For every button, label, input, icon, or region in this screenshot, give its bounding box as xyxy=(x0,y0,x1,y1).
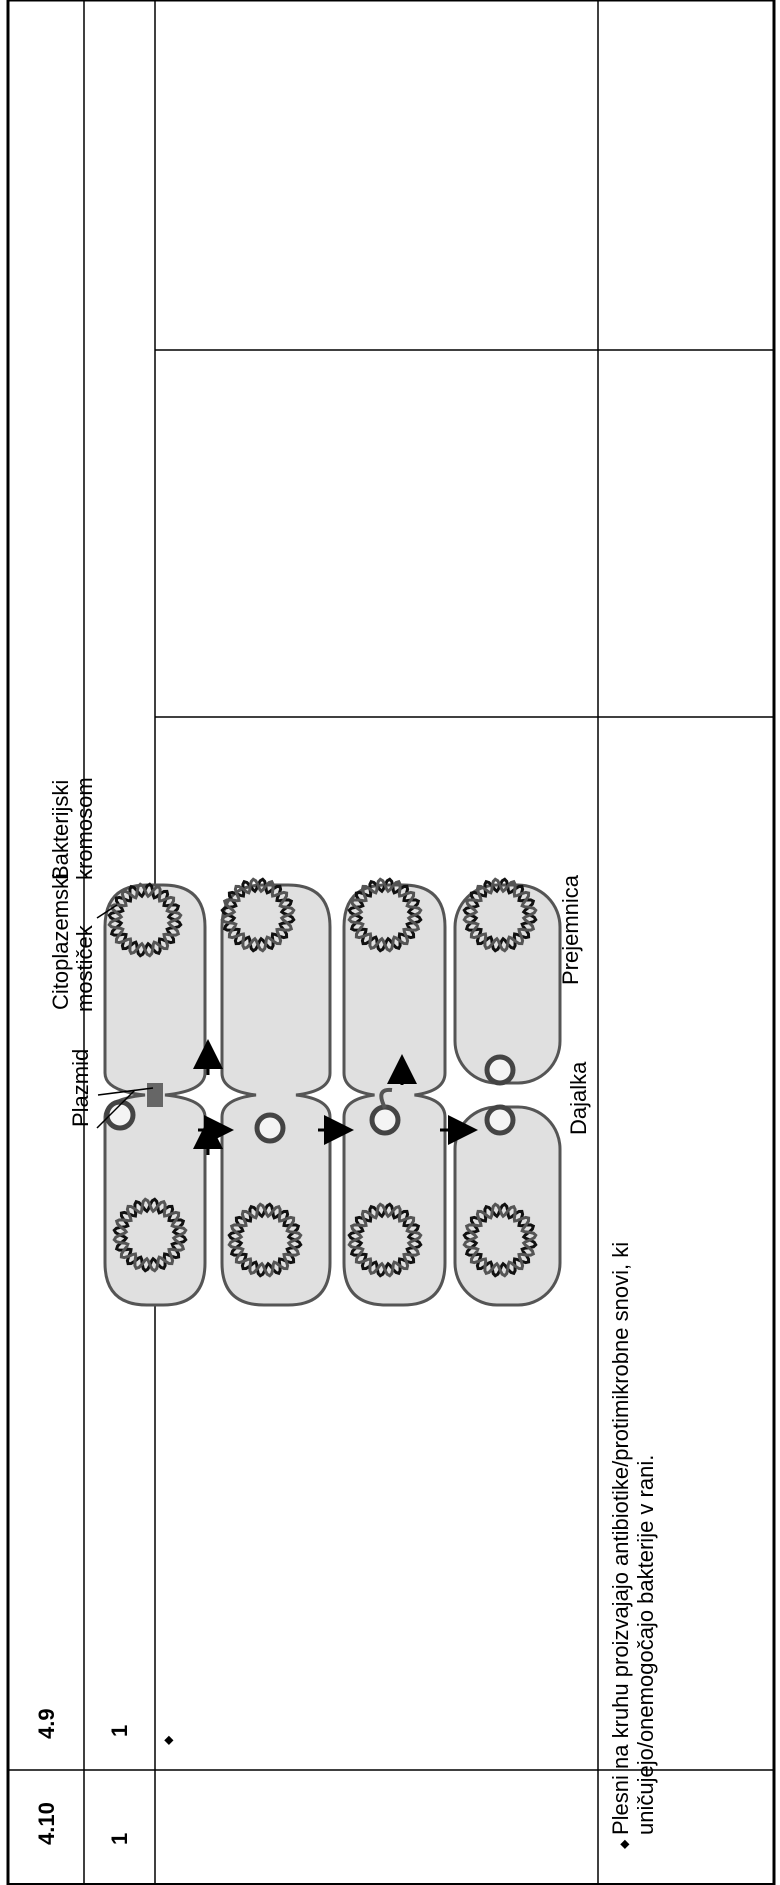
answer-text-line1: Plesni na kruhu proizvajajo antibiotike/… xyxy=(608,1242,633,1835)
row-number: 4.9 xyxy=(34,1708,59,1739)
cytoplasmic-bridge xyxy=(147,1083,163,1107)
label-recipient: Prejemnica xyxy=(558,874,583,985)
plasmid xyxy=(487,1107,513,1133)
row-points: 1 xyxy=(107,1833,132,1845)
plasmid xyxy=(257,1115,283,1141)
label-chromosome-line2: kromosom xyxy=(72,777,97,880)
label-plasmid: Plazmid xyxy=(68,1049,93,1127)
row-points: 1 xyxy=(107,1725,132,1737)
bullet-marker: ◆ xyxy=(161,1735,175,1745)
row-number: 4.10 xyxy=(34,1802,59,1845)
answer-text-line2: uničujejo/onemogočajo bakterije v rani. xyxy=(633,1455,658,1835)
label-chromosome-line1: Bakterijski xyxy=(48,780,73,880)
label-donor: Dajalka xyxy=(566,1061,591,1135)
plasmid xyxy=(487,1057,513,1083)
bullet-marker: ◆ xyxy=(617,1839,631,1849)
plasmid xyxy=(372,1107,398,1133)
label-bridge-line2: mostiček xyxy=(72,924,97,1012)
label-bridge-line1: Citoplazemski xyxy=(48,873,73,1010)
